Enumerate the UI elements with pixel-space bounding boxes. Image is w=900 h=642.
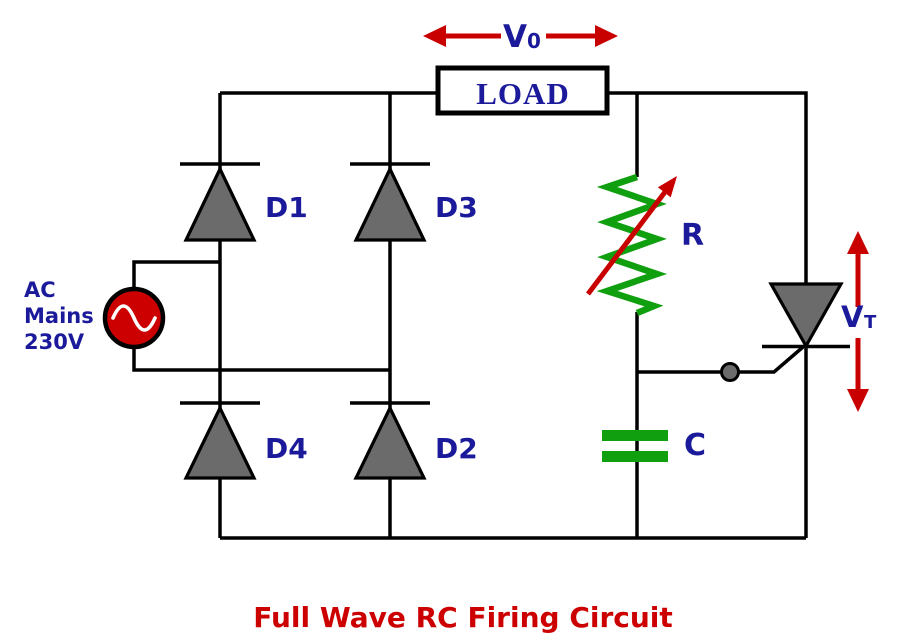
capacitor-label: C — [684, 428, 706, 463]
diode-d4-symbol — [183, 404, 257, 480]
wire-top-rail-right-and-thyristor-leg — [607, 91, 808, 538]
thyristor-symbol — [768, 282, 844, 350]
diode-d3: D3 — [350, 162, 478, 242]
load-component: LOAD — [435, 65, 610, 116]
variable-resistor: R — [586, 173, 704, 317]
diode-d4: D4 — [180, 401, 308, 480]
wire-gate-right — [739, 345, 805, 374]
ac-source: AC Mains 230V — [24, 278, 166, 354]
resistor-label: R — [681, 218, 704, 253]
capacitor-plate-top — [602, 430, 668, 441]
diode-d1-symbol — [183, 165, 257, 242]
gate-terminal-dot — [720, 362, 740, 382]
vo-left-arrow-icon — [423, 25, 446, 47]
vo-label: V — [503, 19, 527, 55]
capacitor: C — [602, 428, 706, 463]
sine-wave-icon — [111, 304, 157, 332]
vo-label-subscript: 0 — [527, 29, 541, 53]
diode-d1-label: D1 — [265, 191, 308, 224]
resistor-arrow-head-icon — [657, 176, 677, 198]
resistor-zigzag — [596, 173, 668, 317]
vo-right-arrow-icon — [595, 25, 618, 47]
load-box — [435, 65, 610, 116]
vt-down-arrow-icon — [847, 389, 869, 412]
capacitor-plate-bottom — [602, 451, 668, 462]
diode-d2-label: D2 — [435, 432, 478, 465]
diode-d3-symbol — [353, 165, 427, 242]
resistor-arrow-shaft — [586, 190, 667, 296]
diode-d2-symbol — [353, 404, 427, 480]
thyristor — [720, 282, 850, 382]
output-voltage-annotation: V 0 — [423, 19, 618, 55]
thyristor-voltage-annotation: V T — [841, 231, 877, 412]
diode-d4-label: D4 — [265, 432, 308, 465]
wire-ac-top-terminal — [132, 260, 220, 290]
vt-up-arrow-icon — [847, 231, 869, 254]
ac-source-label-line3: 230V — [24, 330, 85, 354]
load-label: LOAD — [476, 76, 570, 111]
diode-d3-label: D3 — [435, 191, 478, 224]
ac-source-label-line2: Mains — [24, 304, 94, 328]
vt-label: V — [841, 300, 864, 334]
vt-label-subscript: T — [864, 312, 877, 333]
ac-source-label-line1: AC — [24, 278, 56, 302]
wire-ac-bottom-terminal — [132, 346, 390, 372]
diode-d2: D2 — [350, 401, 478, 480]
diagram-title: Full Wave RC Firing Circuit — [253, 601, 673, 634]
diode-d1: D1 — [180, 162, 308, 242]
